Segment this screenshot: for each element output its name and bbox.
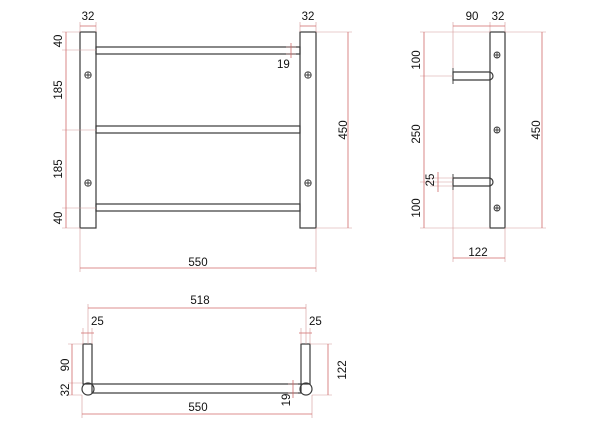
mounting-hole-icon	[84, 71, 312, 187]
top-right-post-label: 25	[309, 316, 322, 328]
top-right-post	[300, 343, 311, 385]
mounting-hole-icon	[493, 51, 501, 212]
top-left-post	[82, 343, 93, 385]
side-dimension-lines	[420, 22, 546, 262]
top-left-post-label: 25	[91, 316, 104, 328]
top-rail	[91, 383, 302, 394]
front-lower-spacing-label: 185	[53, 159, 65, 178]
top-inner-width-label: 518	[190, 295, 209, 307]
right-post	[299, 31, 317, 229]
side-rail-spacing-label: 250	[411, 124, 423, 143]
front-view: 32 32 40 185 185 40 19 450 550	[53, 11, 352, 272]
side-post	[489, 31, 506, 229]
side-top-offset-label: 100	[411, 50, 423, 69]
front-overall-width-label: 550	[188, 257, 207, 269]
front-left-post-width-label: 32	[82, 11, 95, 23]
front-rail-diameter-label: 19	[277, 59, 290, 71]
top-rail-thickness-label: 32	[60, 384, 72, 397]
side-overall-height-label: 450	[531, 120, 543, 139]
side-overall-depth-label: 122	[468, 247, 487, 259]
front-right-post-width-label: 32	[302, 11, 315, 23]
front-top-offset-label: 40	[53, 35, 65, 48]
top-overall-depth-label: 122	[337, 360, 349, 379]
side-bottom-offset-label: 100	[411, 198, 423, 217]
side-post-width-label: 32	[492, 11, 505, 23]
side-rail-projection-label: 90	[466, 11, 479, 23]
front-upper-spacing-label: 185	[53, 80, 65, 99]
front-overall-height-label: 450	[338, 120, 350, 139]
side-rails	[452, 68, 494, 190]
top-overall-width-label: 550	[188, 402, 207, 414]
front-bottom-offset-label: 40	[53, 212, 65, 225]
front-rails	[95, 46, 301, 212]
top-rail-diameter-label: 19	[281, 394, 293, 407]
front-dimension-lines	[62, 22, 352, 272]
top-dimension-lines	[68, 304, 332, 418]
side-rail-diameter-label: 25	[425, 174, 437, 187]
top-rail-projection-label: 90	[60, 359, 72, 372]
rail-end-cap-icon	[81, 382, 313, 396]
side-view: 90 32 100 250 25 100 450 122	[411, 11, 546, 262]
top-view: 518 25 25 90 32 122 19 550	[60, 295, 349, 418]
